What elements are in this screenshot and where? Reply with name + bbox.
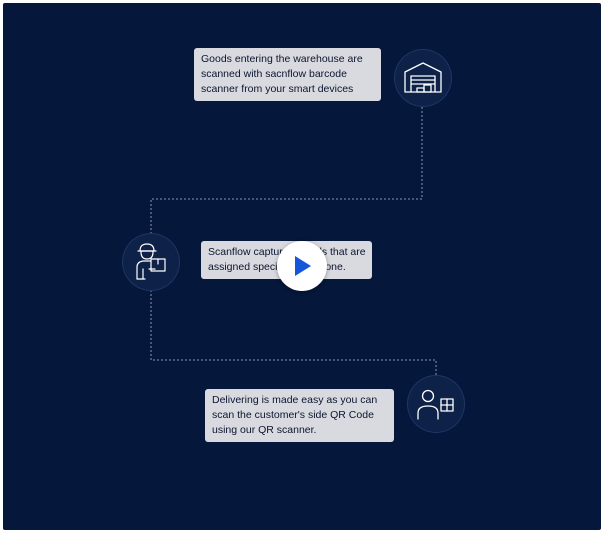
customer-parcel-icon <box>417 389 454 420</box>
connector-step2-to-step3 <box>150 290 437 378</box>
step-3-line-3: using our QR scanner. <box>212 424 317 436</box>
step-3-line-2: scan the customer's side QR Code <box>212 409 374 421</box>
step-1-description: Goods entering the warehouse are scanned… <box>194 48 381 101</box>
play-video-button[interactable] <box>277 241 327 291</box>
step-3-line-1: Delivering is made easy as you can <box>212 394 378 406</box>
delivery-person-icon <box>136 243 166 280</box>
step-2-icon-badge <box>123 234 179 290</box>
step-1-line-2: scanned with sacnflow barcode <box>201 68 347 80</box>
play-icon <box>295 256 311 276</box>
step-3-icon-badge <box>408 376 464 432</box>
step-3-description: Delivering is made easy as you can scan … <box>205 389 394 442</box>
warehouse-icon <box>404 62 442 93</box>
step-1-line-1: Goods entering the warehouse are <box>201 53 363 65</box>
step-1-line-3: scanner from your smart devices <box>201 83 354 95</box>
step-1-icon-badge <box>395 50 451 106</box>
connector-step1-to-step2 <box>150 107 423 236</box>
